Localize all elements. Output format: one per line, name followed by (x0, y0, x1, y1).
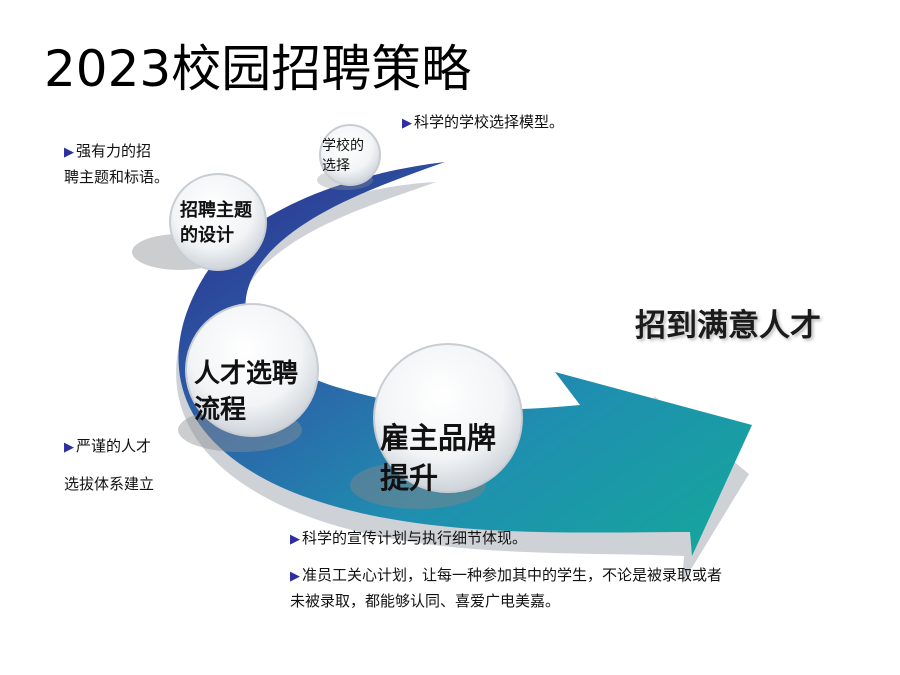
bullet-icon: ▶ (402, 116, 412, 131)
circle-selection (185, 303, 319, 437)
slide-title: 2023校园招聘策略 (44, 40, 472, 98)
circle-label-selection: 人才选聘 流程 (194, 359, 299, 425)
note-theme: ▶强有力的招 聘主题和标语。 (64, 142, 170, 186)
circle-school (319, 124, 381, 186)
goal-text: 招到满意人才 (635, 308, 821, 344)
bullet-icon: ▶ (64, 145, 74, 160)
bullet-icon: ▶ (64, 440, 74, 455)
circle-label-brand: 雇主品牌 提升 (380, 421, 497, 495)
circle-brand (373, 343, 523, 493)
circle-theme (169, 173, 267, 271)
note-brand-plan: ▶科学的宣传计划与执行细节体现。 (290, 529, 528, 547)
circle-label-school: 学校的 选择 (322, 138, 364, 174)
note-selection: ▶严谨的人才 选拔体系建立 (64, 437, 155, 493)
circle-label-theme: 招聘主题 的设计 (180, 200, 252, 246)
bullet-icon: ▶ (290, 532, 300, 547)
bullet-icon: ▶ (290, 569, 300, 584)
note-care-plan: ▶准员工关心计划，让每一种参加其中的学生，不论是被录取或者 未被录取，都能够认同… (290, 566, 723, 610)
arrow-body (178, 162, 752, 556)
note-school-model: ▶科学的学校选择模型。 (402, 113, 565, 131)
